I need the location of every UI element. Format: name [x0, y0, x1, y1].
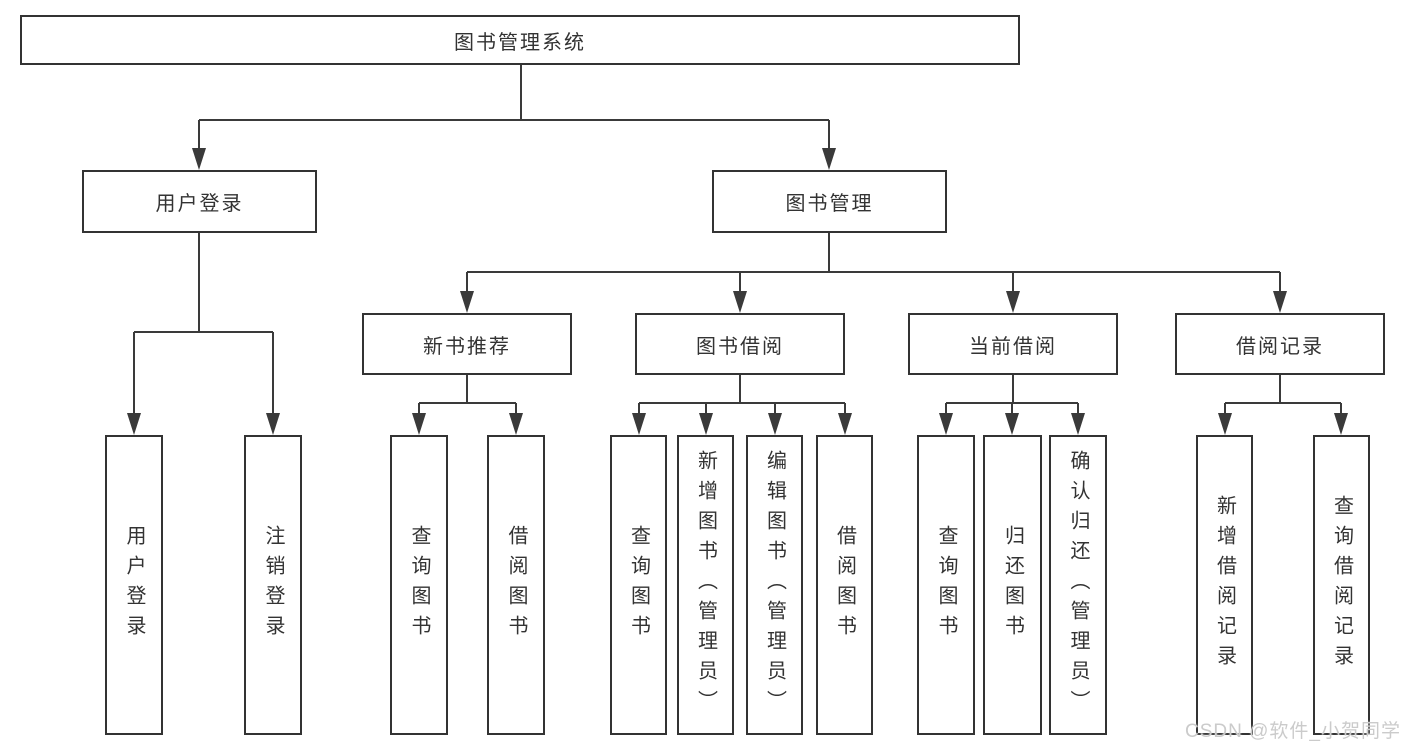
node-new-book-recommend: 新书推荐: [362, 313, 572, 375]
leaf-label: 注销登录: [262, 525, 284, 645]
leaf-return-books: 归还图书: [983, 435, 1042, 735]
leaf-label: 新增图书（管理员）: [694, 450, 717, 720]
leaf-query-books-borrowing: 查询图书: [610, 435, 667, 735]
arrowheads: [127, 148, 1348, 435]
node-borrowing-records: 借阅记录: [1175, 313, 1385, 375]
node-library-system: 图书管理系统: [20, 15, 1020, 65]
node-book-management: 图书管理: [712, 170, 947, 233]
leaf-label: 归还图书: [1001, 525, 1024, 645]
leaf-label: 确认归还（管理员）: [1067, 450, 1089, 720]
leaf-query-books-current: 查询图书: [917, 435, 975, 735]
leaf-borrow-books: 借阅图书: [816, 435, 873, 735]
leaf-confirm-return-admin: 确认归还（管理员）: [1049, 435, 1107, 735]
tree-edges: [133, 65, 1342, 420]
leaf-label: 用户登录: [123, 525, 145, 645]
leaf-label: 查询图书: [935, 525, 957, 645]
leaf-query-books-recommend: 查询图书: [390, 435, 448, 735]
leaf-label: 新增借阅记录: [1213, 495, 1236, 675]
leaf-label: 查询图书: [627, 525, 650, 645]
leaf-label: 借阅图书: [833, 525, 856, 645]
leaf-logout: 注销登录: [244, 435, 302, 735]
leaf-label: 查询图书: [408, 525, 430, 645]
node-user-login: 用户登录: [82, 170, 317, 233]
node-current-borrowing: 当前借阅: [908, 313, 1118, 375]
watermark: CSDN @软件_小贺同学: [1185, 721, 1401, 742]
leaf-edit-books-admin: 编辑图书（管理员）: [746, 435, 803, 735]
node-book-borrowing: 图书借阅: [635, 313, 845, 375]
leaf-query-borrow-record: 查询借阅记录: [1313, 435, 1370, 735]
leaf-user-login: 用户登录: [105, 435, 163, 735]
leaf-add-books-admin: 新增图书（管理员）: [677, 435, 734, 735]
leaf-label: 借阅图书: [505, 525, 527, 645]
leaf-label: 编辑图书（管理员）: [763, 450, 786, 720]
leaf-borrow-books-recommend: 借阅图书: [487, 435, 545, 735]
leaf-add-borrow-record: 新增借阅记录: [1196, 435, 1253, 735]
leaf-label: 查询借阅记录: [1330, 495, 1353, 675]
